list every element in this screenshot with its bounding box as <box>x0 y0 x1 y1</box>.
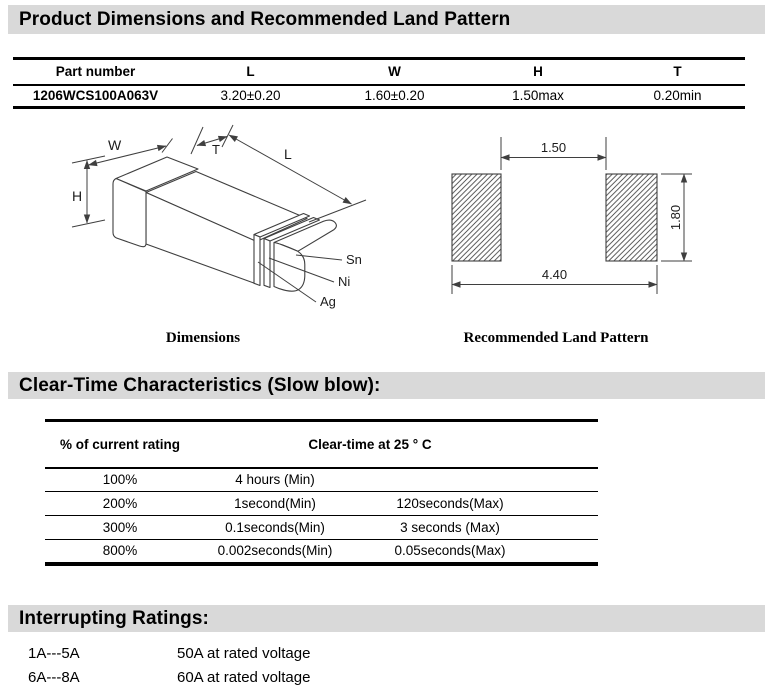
thickness-value: 0.20min <box>653 88 702 104</box>
layer-label-ag: Ag <box>320 294 336 309</box>
dim-label-w: W <box>108 137 122 153</box>
clear-time-row: 200% 1second(Min) 120seconds(Max) <box>45 491 599 516</box>
sn-leader-line <box>295 254 343 261</box>
land-pattern-drawing: 1.50 4.40 1.80 <box>451 137 692 294</box>
pad-height-dim-label: 1.80 <box>668 205 683 230</box>
chip-body-shape <box>112 156 337 292</box>
interrupting-rating-row: 1A---5A 50A at rated voltage <box>28 645 310 663</box>
dimensions-caption: Dimensions <box>165 330 241 346</box>
filler-cell <box>545 515 599 540</box>
chip-dimensions-drawing: H W T L Sn Ni Ag <box>71 124 367 309</box>
width-value: 1.60±0.20 <box>364 88 425 104</box>
filler-cell <box>545 467 599 492</box>
clear-time-row: 100% 4 hours (Min) <box>45 467 599 492</box>
col-header-filler <box>545 420 599 469</box>
clear-time-header-row: % of current rating Clear-time at 25 ° C <box>45 420 599 469</box>
dimension-table-row: 1206WCS100A063V 3.20±0.20 1.60±0.20 1.50… <box>13 85 745 108</box>
gap-dim-label: 1.50 <box>541 140 566 155</box>
col-header-clear-time: Clear-time at 25 ° C <box>195 420 546 469</box>
min-time-cell: 4 hours (Min) <box>195 467 355 492</box>
layer-label-sn: Sn <box>346 252 362 267</box>
col-header-current-rating: % of current rating <box>45 420 195 469</box>
height-value: 1.50max <box>512 88 564 104</box>
col-header-t: T <box>610 58 745 86</box>
rating-cell: 200% <box>45 491 195 516</box>
section-heading-product-dimensions: Product Dimensions and Recommended Land … <box>8 5 765 34</box>
clear-time-row: 300% 0.1seconds(Min) 3 seconds (Max) <box>45 515 599 540</box>
interrupt-capacity: 60A at rated voltage <box>177 669 311 686</box>
interrupting-rating-row: 6A---8A 60A at rated voltage <box>28 669 310 687</box>
section-heading-interrupting-ratings: Interrupting Ratings: <box>8 605 765 632</box>
dim-label-h: H <box>72 188 82 204</box>
max-time-cell: 0.05seconds(Max) <box>394 543 506 559</box>
max-time-cell: 120seconds(Max) <box>355 491 546 516</box>
current-range: 6A---8A <box>28 669 80 686</box>
ni-leader-line <box>268 257 335 283</box>
min-time-cell: 0.002seconds(Min) <box>217 543 333 559</box>
section-heading-clear-time: Clear-Time Characteristics (Slow blow): <box>8 372 765 399</box>
land-dimension-lines <box>451 137 692 294</box>
part-number-value: 1206WCS100A063V <box>32 88 159 104</box>
dimension-lines <box>71 124 367 303</box>
length-value: 3.20±0.20 <box>220 88 281 104</box>
col-header-h: H <box>466 58 610 86</box>
dim-label-l: L <box>284 146 292 162</box>
overall-width-dim-label: 4.40 <box>542 267 567 282</box>
rating-cell: 800% <box>102 543 138 559</box>
clear-time-table: % of current rating Clear-time at 25 ° C… <box>45 419 599 566</box>
max-time-cell <box>355 467 546 492</box>
layer-label-ni: Ni <box>338 274 350 289</box>
filler-cell <box>545 540 598 564</box>
ni-layer-front <box>263 237 271 289</box>
min-time-cell: 0.1seconds(Min) <box>195 515 355 540</box>
rating-cell: 300% <box>45 515 195 540</box>
ag-layer-front <box>253 233 261 287</box>
ag-leader-line <box>257 261 317 303</box>
interrupt-capacity: 50A at rated voltage <box>177 645 311 662</box>
dim-label-t: T <box>212 142 220 157</box>
clear-time-row: 800% 0.002seconds(Min) 0.05seconds(Max) <box>45 540 598 564</box>
col-header-w: W <box>323 58 466 86</box>
dimension-table-header-row: Part number L W H T <box>13 58 745 86</box>
dimension-table: Part number L W H T 1206WCS100A063V 3.20… <box>13 57 745 109</box>
col-header-l: L <box>178 58 323 86</box>
land-pad-left <box>451 173 502 262</box>
rating-cell: 100% <box>45 467 195 492</box>
land-pattern-caption: Recommended Land Pattern <box>463 330 649 346</box>
filler-cell <box>545 491 599 516</box>
land-pad-right <box>605 173 658 262</box>
col-header-part-number: Part number <box>13 58 178 86</box>
current-range: 1A---5A <box>28 645 80 662</box>
min-time-cell: 1second(Min) <box>195 491 355 516</box>
max-time-cell: 3 seconds (Max) <box>355 515 546 540</box>
